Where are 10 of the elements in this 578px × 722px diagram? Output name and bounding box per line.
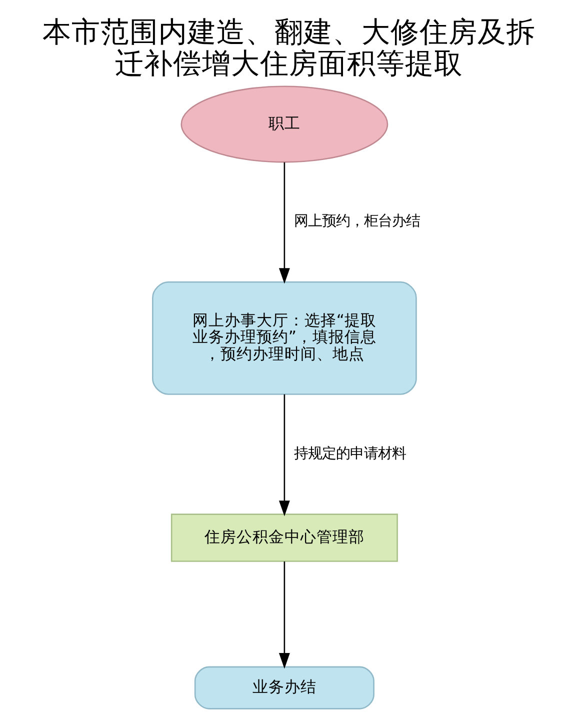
arrow: [278, 561, 290, 669]
node-box: 网上办事大厅：选择“提取业务办理预约”，填报信息，预约办理时间、地点: [152, 281, 417, 395]
node-box: 业务办结: [194, 666, 374, 710]
arrow: [278, 162, 290, 284]
edge-label: 网上预约，柜台办结: [294, 214, 420, 230]
diagram-title: 本市范围内建造、翻建、大修住房及拆迁补偿增大住房面积等提取: [42, 14, 536, 80]
edge-label: 持规定的申请材料: [294, 446, 406, 462]
node-ellipse: 职工: [180, 86, 388, 163]
node-box: 住房公积金中心管理部: [170, 514, 398, 562]
arrow: [278, 394, 290, 516]
